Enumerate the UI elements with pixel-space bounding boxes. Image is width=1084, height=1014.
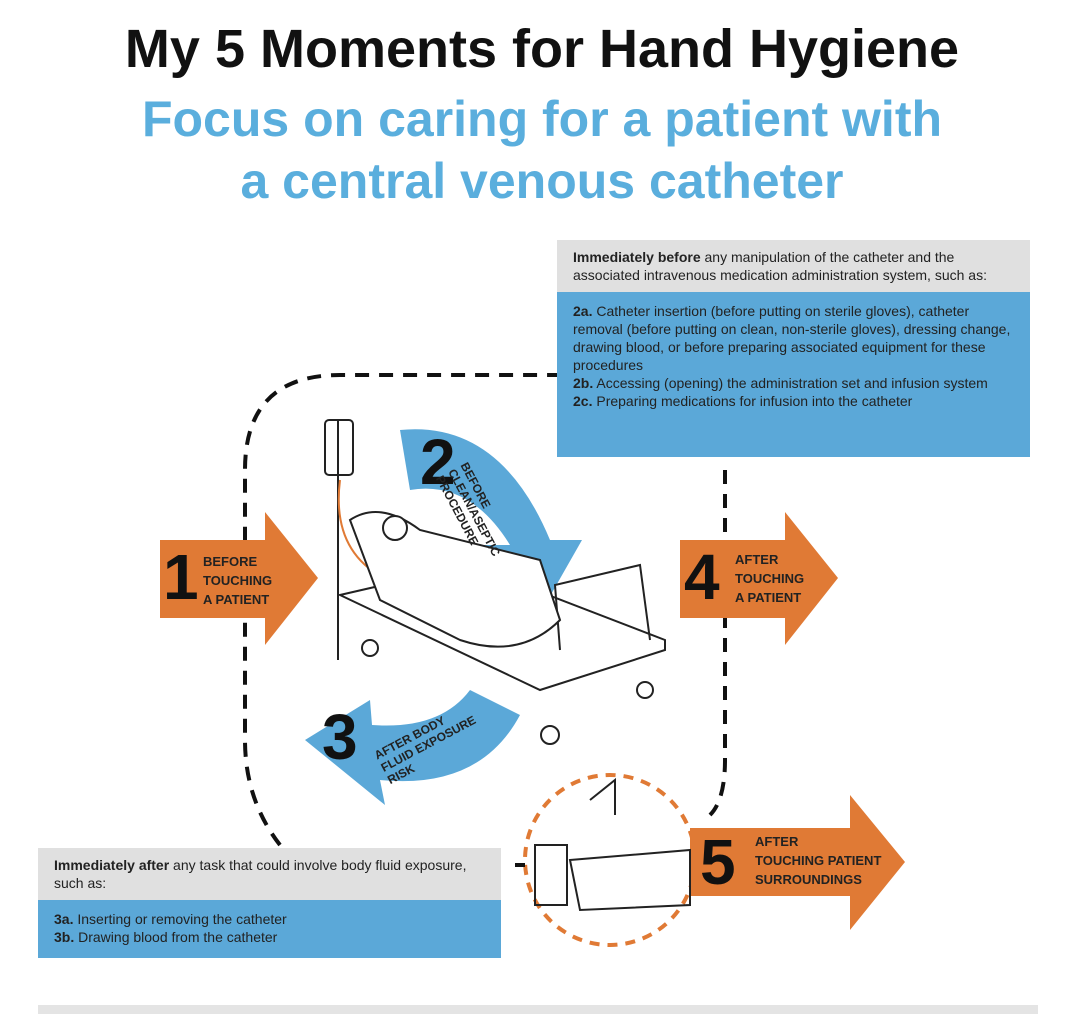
- item-3b: 3b. Drawing blood from the catheter: [54, 929, 278, 945]
- label-line: BEFORE: [203, 554, 258, 569]
- moment-3-arrow: [305, 690, 520, 805]
- footer-bar: [38, 1005, 1038, 1014]
- moment-1-label: BEFORE TOUCHING A PATIENT: [203, 552, 272, 609]
- intro-bold: Immediately after: [54, 857, 170, 873]
- moment-5-label: AFTER TOUCHING PATIENT SURROUNDINGS: [755, 832, 881, 889]
- subtitle-line-2: a central venous catheter: [240, 153, 844, 209]
- label-line: AFTER: [735, 552, 779, 567]
- intro-text: any manipulation of the catheter and the…: [573, 249, 987, 283]
- item-2c: 2c. Preparing medications for infusion i…: [573, 393, 913, 409]
- label-line: A PATIENT: [203, 592, 270, 607]
- page-title: My 5 Moments for Hand Hygiene: [124, 19, 960, 79]
- moment-2-info-box: Immediately before any manipulation of t…: [557, 240, 1030, 457]
- dashed-loop: [243, 373, 727, 847]
- moment-3-number: 3: [322, 701, 358, 773]
- intro-text: any task that could involve body fluid e…: [54, 857, 467, 891]
- moment-5-arrow: [690, 795, 905, 930]
- moment-4-number: 4: [684, 541, 720, 613]
- moment-1-number: 1: [163, 541, 199, 613]
- bed-illustration-icon: [324, 419, 691, 912]
- moment-3-info-box: Immediately after any task that could in…: [38, 848, 501, 958]
- moment-4-arrow: [680, 512, 838, 645]
- box-items: 3a. Inserting or removing the catheter 3…: [38, 900, 501, 958]
- moment-5-number: 5: [700, 826, 736, 898]
- item-3a: 3a. Inserting or removing the catheter: [54, 911, 287, 927]
- moment-1-arrow: [160, 512, 318, 645]
- moment-4-label: AFTER TOUCHING A PATIENT: [735, 550, 804, 607]
- box-intro: Immediately before any manipulation of t…: [557, 240, 1030, 292]
- subtitle: Focus on caring for a patient with a cent…: [0, 88, 1084, 212]
- intro-bold: Immediately before: [573, 249, 701, 265]
- subtitle-line-1: Focus on caring for a patient with: [141, 91, 943, 147]
- item-2a: 2a. Catheter insertion (before putting o…: [573, 303, 1011, 373]
- label-line: SURROUNDINGS: [755, 872, 862, 887]
- surroundings-circle: [523, 773, 697, 947]
- moment-2-number: 2: [420, 426, 456, 498]
- box-intro: Immediately after any task that could in…: [38, 848, 501, 900]
- label-line: TOUCHING: [203, 573, 273, 588]
- label-line: TOUCHING PATIENT: [755, 853, 882, 868]
- label-line: TOUCHING: [735, 571, 805, 586]
- box-items: 2a. Catheter insertion (before putting o…: [557, 292, 1030, 457]
- label-line: AFTER: [755, 834, 799, 849]
- item-2b: 2b. Accessing (opening) the administrati…: [573, 375, 988, 391]
- label-line: A PATIENT: [735, 590, 802, 605]
